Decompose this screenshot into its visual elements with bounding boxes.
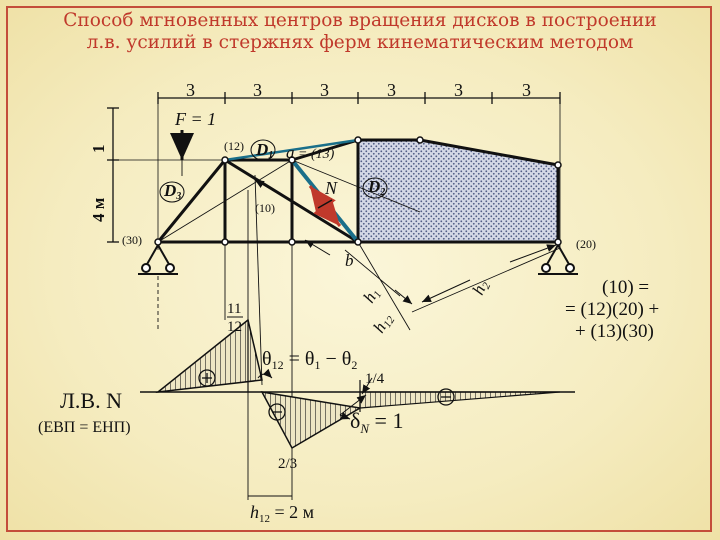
- note-line-2: = (12)(20) +: [565, 299, 659, 320]
- n-cut: [317, 199, 333, 209]
- ordinate-two-thirds: 2/3: [278, 456, 297, 472]
- h1-arrow: [394, 289, 413, 305]
- title-line-1: Способ мгновенных центров вращения диско…: [63, 10, 657, 31]
- offset-dim: 1: [89, 145, 108, 154]
- h12-label: h12: [369, 309, 397, 337]
- influence-area-right: [359, 391, 561, 409]
- line-13: [224, 138, 359, 162]
- center-20-label: (20): [576, 237, 596, 251]
- disk-d2-ring: [362, 177, 388, 199]
- frac-numerator: 11: [227, 301, 241, 317]
- disk-d1-label: D1: [255, 140, 273, 161]
- center-12-label: (12): [224, 139, 244, 153]
- quarter-arrow: [361, 377, 373, 395]
- slide-frame: [6, 6, 712, 532]
- h2-arrow-b: [509, 244, 557, 263]
- h1-label: h1: [359, 284, 384, 307]
- influence-line-note: (ЕВП = ЕНП): [38, 419, 131, 436]
- panel-dim-6: 3: [522, 80, 531, 100]
- theta-arc: [257, 368, 273, 379]
- disk-d3-ring: [159, 181, 185, 203]
- panel-dim-3: 3: [320, 80, 329, 100]
- theta-equation: θ12 = θ1 − θ2: [262, 348, 357, 372]
- delta-label: δN = 1: [350, 408, 403, 436]
- delta-arrow-b: [339, 394, 367, 416]
- disk-d1-ring: [250, 139, 276, 161]
- note-line-3: + (13)(30): [575, 321, 654, 342]
- disk-d2-area: [358, 140, 558, 242]
- h12-arrow-b: [304, 239, 331, 256]
- h2-label: h2: [468, 277, 493, 299]
- panel-dim-2: 3: [253, 80, 262, 100]
- point-a-label: a = (13): [286, 143, 335, 162]
- title-line-2: л.в. усилий в стержнях ферм кинематическ…: [86, 32, 634, 53]
- joints: [154, 136, 562, 246]
- h12-arrow-a: [254, 179, 283, 197]
- force-n-down: [313, 197, 342, 227]
- frac-denominator: 12: [227, 319, 242, 335]
- h12-value: h12 = 2 м: [250, 502, 314, 525]
- member-n-label: N: [324, 178, 338, 198]
- disk-d3-label: D3: [163, 181, 181, 202]
- height-dim: 4 м: [89, 197, 108, 222]
- force-label: F = 1: [174, 109, 216, 129]
- slide-title: Способ мгновенных центров вращения диско…: [0, 10, 720, 54]
- panel-dim-5: 3: [454, 80, 463, 100]
- dimension-line-top: [157, 92, 561, 250]
- member-n: [290, 158, 360, 244]
- point-b-label: b: [345, 251, 354, 270]
- center-30-label: (30): [122, 233, 142, 247]
- ordinate-quarter: 1/4: [365, 371, 385, 387]
- influence-area-positive: [155, 318, 263, 394]
- delta-arrow-a: [339, 411, 351, 420]
- disk-d2-label: D2: [367, 177, 385, 198]
- right-support: [538, 244, 578, 275]
- center-10-label: (10): [255, 201, 275, 215]
- dimension-line-left: [107, 107, 225, 243]
- panel-dim-1: 3: [186, 80, 195, 100]
- influence-line-title: Л.В. N: [60, 388, 122, 413]
- h2-arrow-a: [421, 279, 471, 303]
- sign-markers: [198, 369, 455, 421]
- note-line-1: (10) =: [602, 277, 649, 298]
- panel-dimensions: 3 3 3 3 3 3: [186, 80, 531, 100]
- panel-dim-4: 3: [387, 80, 396, 100]
- left-support: [138, 244, 178, 275]
